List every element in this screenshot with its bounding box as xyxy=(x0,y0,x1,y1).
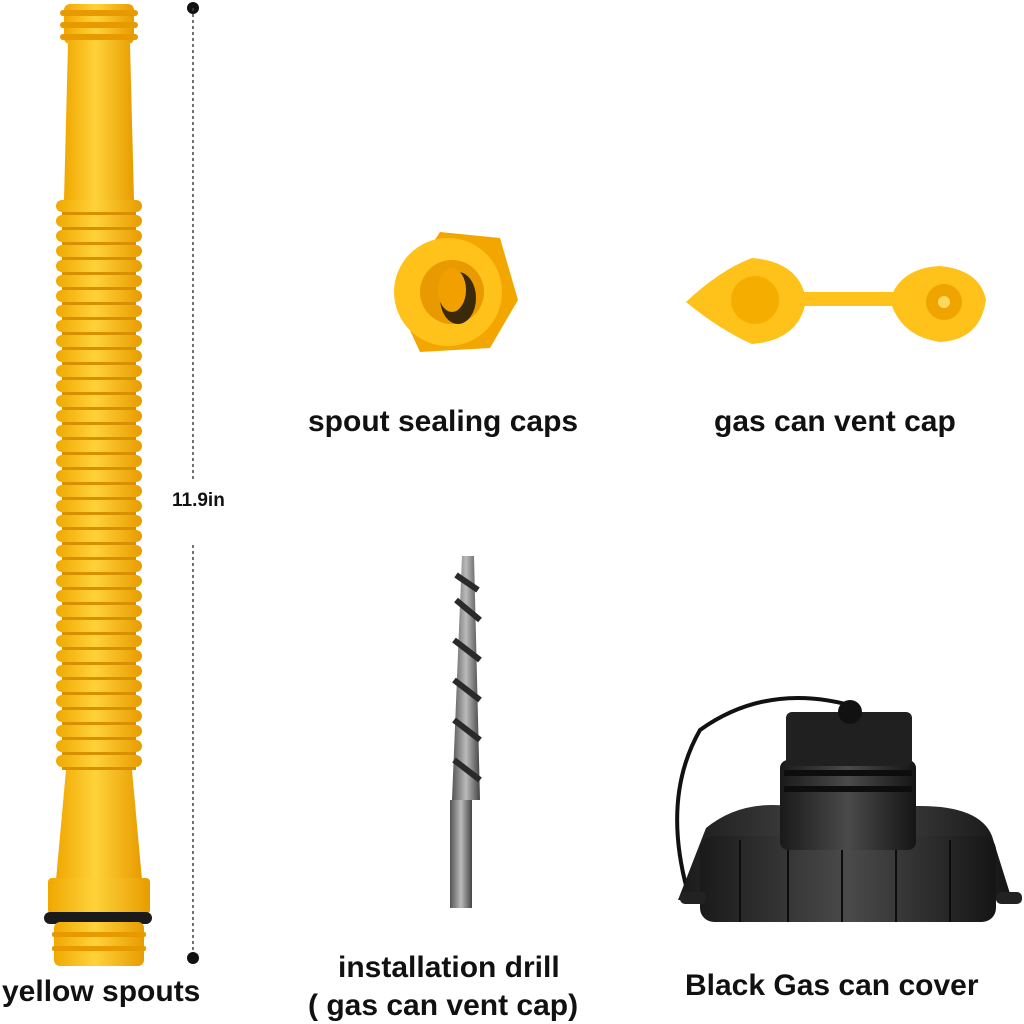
spout-rib-gap xyxy=(62,392,136,395)
spout-rib xyxy=(56,455,142,467)
spout-rib xyxy=(56,260,142,272)
spout-rib xyxy=(56,215,142,227)
spout-rib-gap xyxy=(62,677,136,680)
spout-rib xyxy=(56,740,142,752)
cover-label: Black Gas can cover xyxy=(685,969,979,1002)
spout-rib-gap xyxy=(62,647,136,650)
spout-rib xyxy=(56,515,142,527)
spout-rib xyxy=(56,755,142,767)
spout-rib-gap xyxy=(62,752,136,755)
spout-rib xyxy=(56,380,142,392)
spout-rib-gap xyxy=(62,737,136,740)
spout-rib-gap xyxy=(62,662,136,665)
spout-rib-gap xyxy=(62,572,136,575)
spout-rib xyxy=(56,410,142,422)
spout-rib-gap xyxy=(62,602,136,605)
spout-rib-gap xyxy=(62,482,136,485)
spout-rib-gap xyxy=(62,527,136,530)
spout-rib xyxy=(56,635,142,647)
spout-rib-gap xyxy=(62,272,136,275)
spout-rib-gap xyxy=(62,467,136,470)
spout-rib-gap xyxy=(62,407,136,410)
yellow-spout-icon xyxy=(44,4,152,966)
spout-rib-gap xyxy=(62,452,136,455)
spout-rib-gap xyxy=(62,512,136,515)
drill-bit-icon xyxy=(450,556,482,908)
spout-rib-gap xyxy=(62,542,136,545)
sealing-caps-label: spout sealing caps xyxy=(308,405,579,438)
spout-rib-gap xyxy=(62,632,136,635)
spout-rib xyxy=(56,710,142,722)
gas-can-cover-icon xyxy=(675,695,1022,922)
spout-rib xyxy=(56,590,142,602)
spout-rib xyxy=(56,305,142,317)
spout-rib-gap xyxy=(62,707,136,710)
spout-rib-gap xyxy=(62,377,136,380)
spout-rib xyxy=(56,620,142,632)
spout-rib xyxy=(56,230,142,242)
spout-rib xyxy=(56,335,142,347)
spout-rib xyxy=(56,245,142,257)
vent-cap-icon xyxy=(686,258,986,344)
drill-label-line1: installation drill xyxy=(338,951,560,984)
spout-rib xyxy=(56,320,142,332)
spout-rib xyxy=(56,680,142,692)
spout-rib xyxy=(56,545,142,557)
spout-rib-gap xyxy=(62,617,136,620)
vent-cap-label: gas can vent cap xyxy=(714,405,956,438)
spout-rib xyxy=(56,365,142,377)
spout-rib xyxy=(56,350,142,362)
spout-rib-gap xyxy=(62,317,136,320)
spout-length-label: 11.9in xyxy=(172,490,225,511)
spout-rib-gap xyxy=(62,557,136,560)
spout-rib-gap xyxy=(62,437,136,440)
spout-rib-gap xyxy=(62,227,136,230)
spout-rib-gap xyxy=(62,422,136,425)
spout-rib-gap xyxy=(62,722,136,725)
spout-rib xyxy=(56,200,142,212)
spout-rib-gap xyxy=(62,242,136,245)
spout-rib-gap xyxy=(62,497,136,500)
spout-rib xyxy=(56,560,142,572)
spout-rib-gap xyxy=(62,587,136,590)
spout-rib xyxy=(56,290,142,302)
spout-rib-gap xyxy=(62,332,136,335)
spout-rib xyxy=(56,695,142,707)
spout-rib xyxy=(56,425,142,437)
spout-rib xyxy=(56,665,142,677)
spout-rib xyxy=(56,725,142,737)
spout-rib-gap xyxy=(62,362,136,365)
spout-rib-gap xyxy=(62,212,136,215)
spout-rib-gap xyxy=(62,767,136,770)
spout-rib xyxy=(56,605,142,617)
spout-rib-gap xyxy=(62,257,136,260)
spout-rib xyxy=(56,275,142,287)
spout-rib xyxy=(56,470,142,482)
spout-rib-gap xyxy=(62,347,136,350)
drill-label-line2: ( gas can vent cap) xyxy=(308,989,579,1022)
spout-rib xyxy=(56,575,142,587)
spout-rib xyxy=(56,440,142,452)
sealing-cap-icon xyxy=(394,232,518,352)
spout-rib xyxy=(56,530,142,542)
spout-rib-gap xyxy=(62,692,136,695)
spout-rib xyxy=(56,500,142,512)
spout-rib-gap xyxy=(62,302,136,305)
dimension-line xyxy=(187,2,199,964)
spout-label: yellow spouts xyxy=(2,975,201,1008)
spout-rib xyxy=(56,395,142,407)
spout-rib xyxy=(56,485,142,497)
spout-rib-gap xyxy=(62,287,136,290)
spout-rib xyxy=(56,650,142,662)
